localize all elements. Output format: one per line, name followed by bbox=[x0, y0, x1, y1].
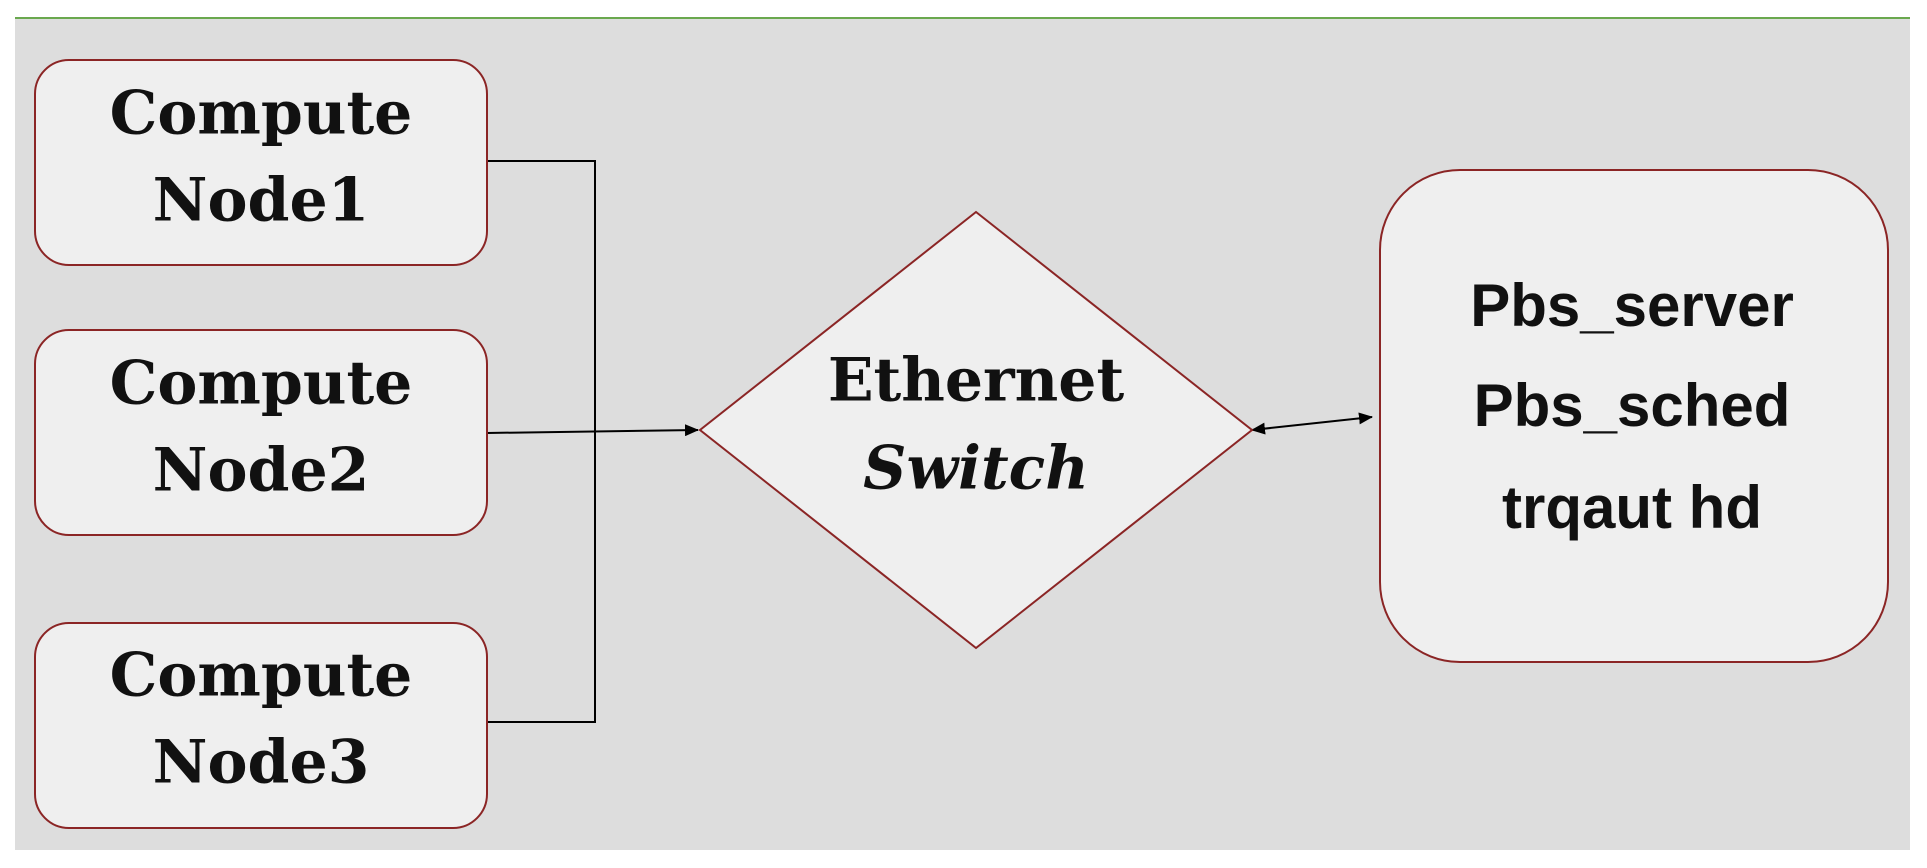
compute-node-1: Compute Node1 bbox=[34, 59, 488, 266]
server-node-box bbox=[1379, 169, 1889, 663]
compute-node-3-label-line2: Node3 bbox=[153, 728, 370, 798]
compute-node-2: Compute Node2 bbox=[34, 329, 488, 536]
server-node-label-line2: Pbs_sched bbox=[1474, 372, 1791, 439]
compute-node-1-label-line1: Compute bbox=[110, 79, 413, 149]
compute-node-3-box bbox=[34, 622, 488, 829]
ethernet-switch-label-line2: Switch bbox=[863, 434, 1089, 504]
connector-node1-to-bus bbox=[487, 160, 596, 431]
compute-node-1-box bbox=[34, 59, 488, 266]
connector-switch-to-server bbox=[1251, 412, 1373, 435]
compute-node-2-label-line1: Compute bbox=[110, 349, 413, 419]
server-node-label-line1: Pbs_server bbox=[1470, 272, 1794, 339]
ethernet-switch-diamond bbox=[698, 210, 1254, 650]
compute-node-2-box bbox=[34, 329, 488, 536]
ethernet-switch-label-line1: Ethernet bbox=[828, 346, 1125, 416]
compute-node-3: Compute Node3 bbox=[34, 622, 488, 829]
compute-node-3-label-line1: Compute bbox=[110, 641, 413, 711]
connector-node2-to-switch bbox=[486, 424, 699, 437]
connector-node3-to-bus bbox=[487, 431, 596, 723]
server-node: Pbs_server Pbs_sched trqaut hd bbox=[1379, 169, 1889, 663]
compute-node-1-label-line2: Node1 bbox=[153, 166, 370, 236]
server-node-label-line3: trqaut hd bbox=[1502, 474, 1762, 541]
connectors bbox=[486, 160, 1373, 723]
compute-node-2-label-line2: Node2 bbox=[153, 436, 370, 506]
ethernet-switch: Ethernet Switch bbox=[698, 210, 1254, 650]
